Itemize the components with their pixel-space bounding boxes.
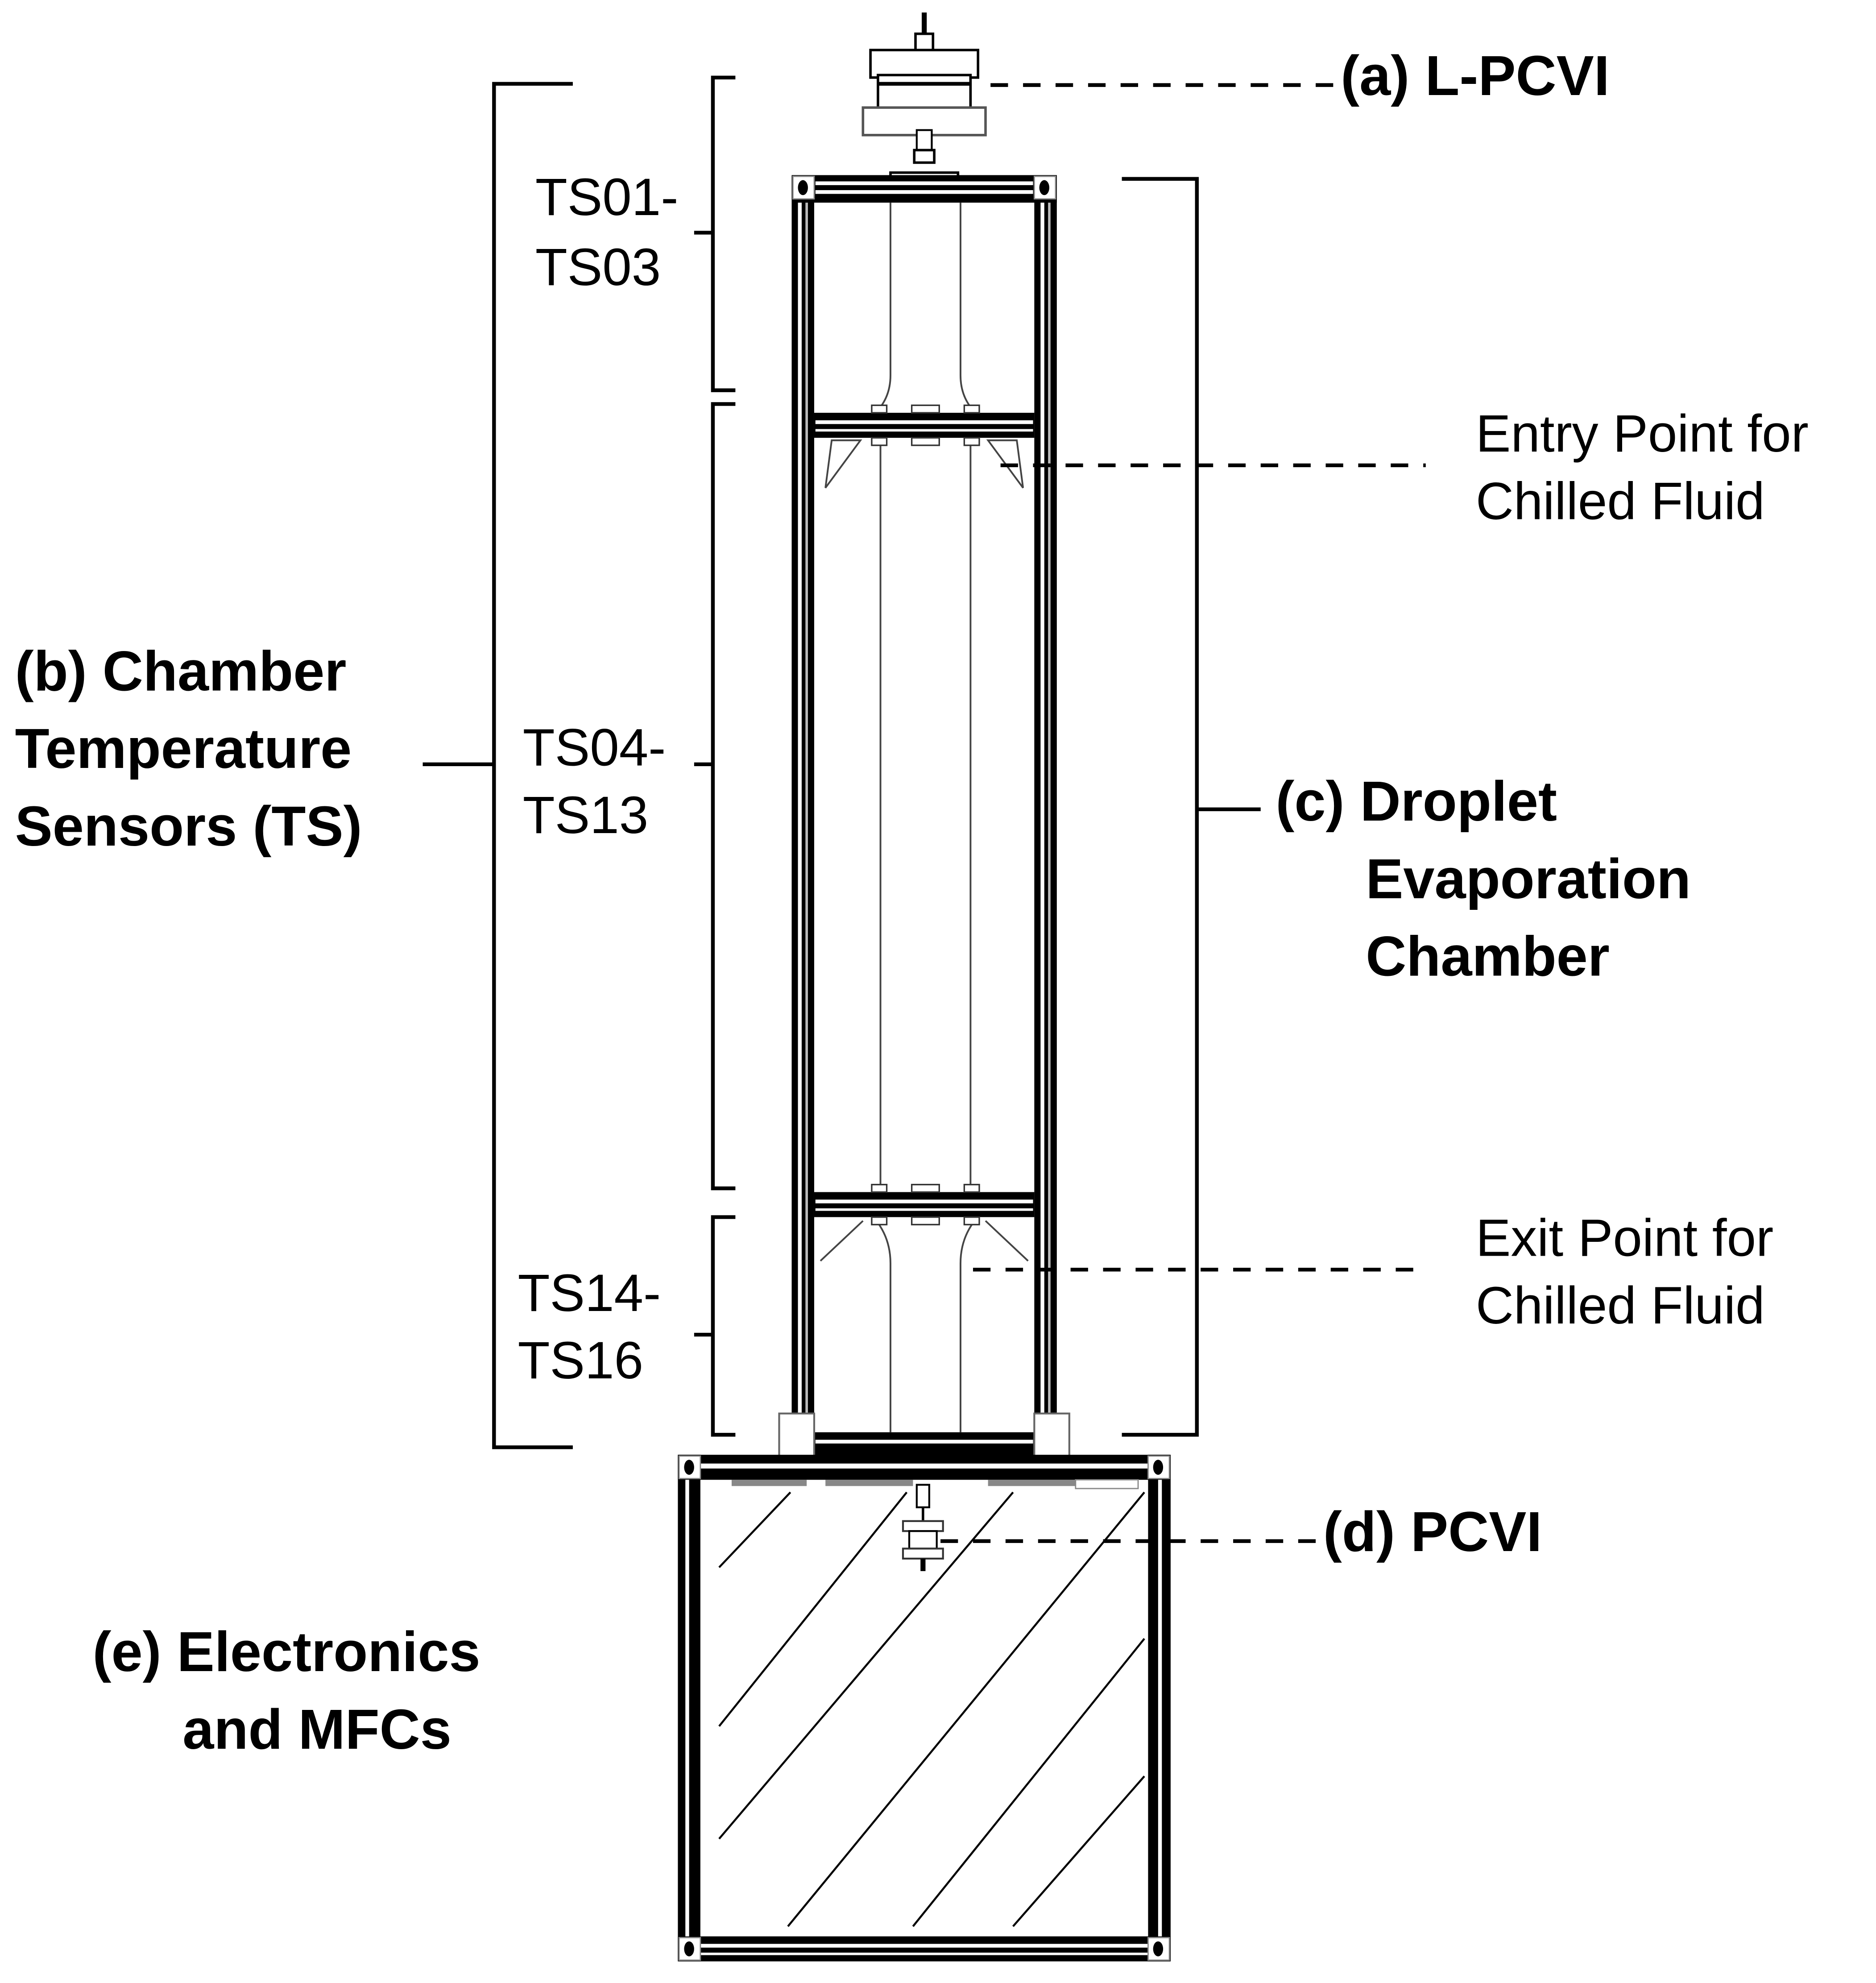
label-ts14-ts16-line1: TS14- [518, 1263, 661, 1322]
label-electronics-line1: (e) Electronics [92, 1620, 480, 1683]
label-chamber-temperature-sensors-line1: (b) Chamber [15, 639, 347, 702]
bracket-ts14-ts16 [694, 1215, 736, 1437]
label-l-pcvi: (a) L-PCVI [1341, 44, 1610, 107]
label-ts14-ts16-line2: TS16 [518, 1331, 643, 1390]
label-ts04-ts13-line1: TS04- [523, 718, 666, 777]
label-droplet-evaporation-chamber-line2: Evaporation [1366, 847, 1691, 910]
label-chamber-temperature-sensors-line3: Sensors (TS) [15, 795, 362, 858]
label-ts01-ts03-line2: TS03 [535, 237, 661, 296]
pcvi-device [902, 1484, 944, 1571]
label-droplet-evaporation-chamber-line1: (c) Droplet [1276, 770, 1557, 833]
bracket-ts04-ts13 [694, 402, 736, 1191]
label-ts01-ts03-line1: TS01- [535, 167, 679, 226]
label-entry-point-line1: Entry Point for [1476, 404, 1809, 463]
label-electronics-line2: and MFCs [182, 1698, 451, 1761]
label-exit-point-line1: Exit Point for [1476, 1208, 1773, 1267]
electronics-hatching [718, 1491, 1145, 1927]
label-exit-point-line2: Chilled Fluid [1476, 1276, 1765, 1335]
evaporation-chamber-frame [778, 175, 1070, 1458]
label-droplet-evaporation-chamber-line3: Chamber [1366, 925, 1610, 988]
label-chamber-temperature-sensors-line2: Temperature [15, 717, 352, 780]
l-pcvi-device [861, 12, 987, 187]
label-entry-point-line2: Chilled Fluid [1476, 471, 1765, 530]
label-pcvi: (d) PCVI [1323, 1500, 1542, 1563]
bracket-chamber-temperature-sensors [422, 82, 573, 1449]
electronics-box-frame [678, 1455, 1171, 1962]
evaporation-tube [820, 203, 1029, 1432]
label-ts04-ts13-line2: TS13 [523, 785, 648, 844]
bracket-droplet-evaporation-chamber [1122, 177, 1261, 1437]
bracket-ts01-ts03 [694, 75, 736, 392]
